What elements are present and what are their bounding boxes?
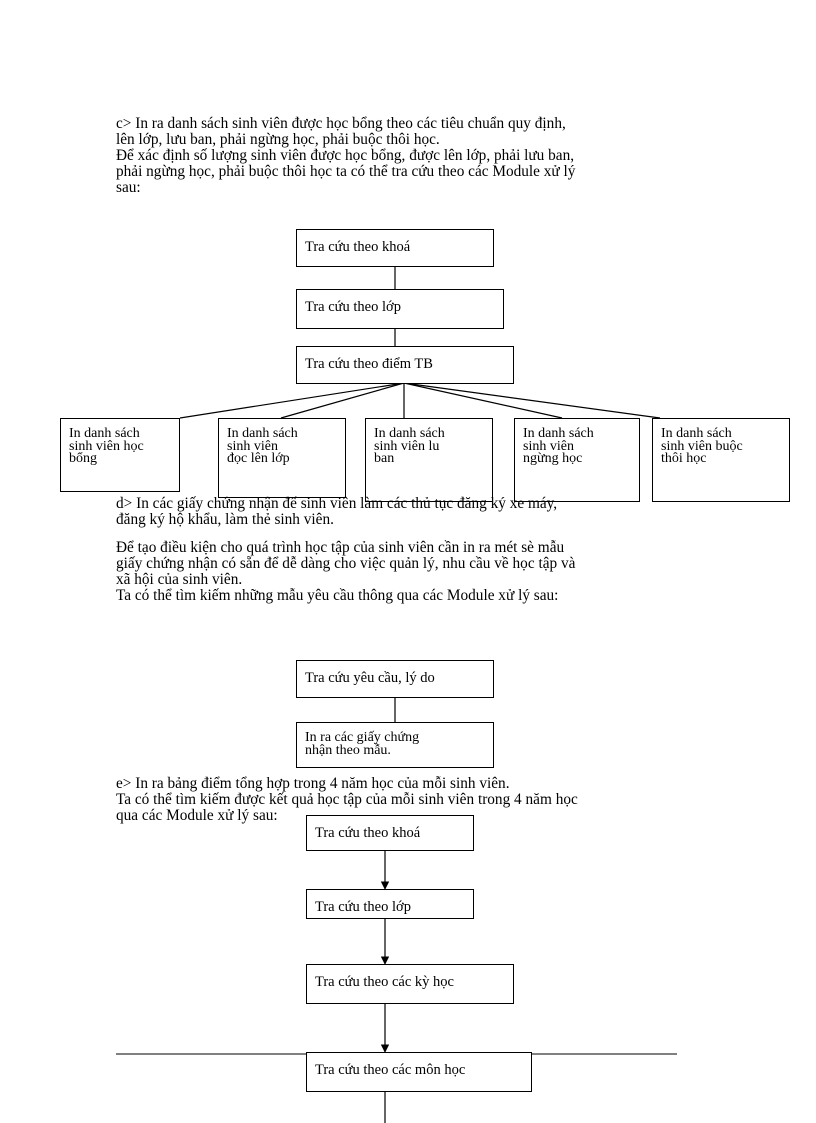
box-label: sinh viên — [227, 438, 278, 454]
text-line: sau: — [116, 179, 141, 196]
box-tra-cuu-theo-khoa-2: Tra cứu theo khoá — [306, 815, 474, 851]
box-tra-cuu-yeu-cau: Tra cứu yêu cầu, lý do — [296, 660, 494, 698]
box-label: thôi học — [661, 451, 707, 466]
section-c-text: c> In ra danh sách sinh viên được học bổ… — [116, 116, 704, 196]
section-e-text: e> In ra bảng điểm tổng hợp trong 4 năm … — [116, 776, 704, 824]
box-label: In danh sách — [69, 426, 140, 441]
box-label: Tra cứu theo các môn học — [315, 1062, 466, 1078]
box-tra-cuu-theo-lop-2: Tra cứu theo lớp — [306, 889, 474, 919]
box-tra-cuu-theo-diem-tb: Tra cứu theo điểm TB — [296, 346, 514, 384]
text-line: Ta có thể tìm kiếm được kết quả học tập … — [116, 791, 578, 808]
box-label: In danh sách — [661, 426, 732, 441]
box-tra-cuu-theo-mon-hoc: Tra cứu theo các môn học — [306, 1052, 532, 1092]
box-label: Tra cứu theo khoá — [315, 825, 421, 841]
text-line: Để xác định số lượng sinh viên được học … — [116, 147, 575, 164]
box-label: bổng — [69, 451, 97, 466]
text-line: xã hội của sinh viên. — [116, 571, 243, 588]
box-label: sinh viên buộc — [661, 438, 743, 454]
box-label: Tra cứu theo các kỳ học — [315, 974, 454, 990]
connector-line — [403, 382, 661, 419]
text-line: e> In ra bảng điểm tổng hợp trong 4 năm … — [116, 775, 510, 792]
section-d-text: d> In các giấy chứng nhận để sinh viên l… — [116, 496, 704, 528]
box-in-sv-len-lop: In danh sách sinh viên đọc lên lớp — [218, 418, 346, 498]
connector-line — [403, 382, 563, 419]
box-in-sv-hoc-bong: In danh sách sinh viên học bổng — [60, 418, 180, 492]
text-line: qua các Module xử lý sau: — [116, 807, 278, 824]
box-label: sinh viên — [523, 438, 574, 454]
box-label: In danh sách — [374, 426, 445, 441]
box-label: ban — [374, 451, 395, 466]
text-line: Ta có thể tìm kiếm những mẫu yêu cầu thô… — [116, 587, 559, 604]
text-line: giấy chứng nhận có sẵn để dễ dàng cho vi… — [116, 555, 576, 572]
text-line: đăng ký hộ khẩu, làm thẻ sinh viên. — [116, 511, 334, 528]
box-tra-cuu-theo-ky-hoc: Tra cứu theo các kỳ học — [306, 964, 514, 1004]
box-label: nhận theo mẫu. — [305, 742, 391, 758]
text-line: d> In các giấy chứng nhận để sinh viên l… — [116, 495, 558, 512]
box-label: In danh sách — [227, 426, 298, 441]
box-in-sv-luu-ban: In danh sách sinh viên lu ban — [365, 418, 493, 502]
box-label: sinh viên lu — [374, 438, 440, 454]
box-label: đọc lên lớp — [227, 451, 290, 466]
box-label: ngừng học — [523, 451, 583, 466]
box-label: Tra cứu theo lớp — [315, 899, 411, 915]
box-in-sv-buoc-thoi-hoc: In danh sách sinh viên buộc thôi học — [652, 418, 790, 502]
box-label: Tra cứu theo khoá — [305, 239, 411, 255]
box-label: Tra cứu theo điểm TB — [305, 356, 433, 372]
box-label: In ra các giấy chứng — [305, 730, 420, 745]
box-label: Tra cứu yêu cầu, lý do — [305, 670, 435, 686]
text-line: Để tạo điều kiện cho quá trình học tập c… — [116, 539, 565, 556]
connector-line — [179, 382, 405, 419]
box-in-sv-ngung-hoc: In danh sách sinh viên ngừng học — [514, 418, 640, 502]
section-d-paragraph: Để tạo điều kiện cho quá trình học tập c… — [116, 540, 704, 604]
box-label: sinh viên học — [69, 438, 144, 454]
box-in-giay-chung-nhan: In ra các giấy chứng nhận theo mẫu. — [296, 722, 494, 768]
text-line: phải ngừng học, phải buộc thôi học ta có… — [116, 163, 576, 180]
box-tra-cuu-theo-khoa: Tra cứu theo khoá — [296, 229, 494, 267]
box-label: Tra cứu theo lớp — [305, 299, 401, 315]
box-label: In danh sách — [523, 426, 594, 441]
box-tra-cuu-theo-lop: Tra cứu theo lớp — [296, 289, 504, 329]
text-line: c> In ra danh sách sinh viên được học bổ… — [116, 115, 566, 132]
text-line: lên lớp, lưu ban, phải ngừng học, phải b… — [116, 131, 440, 148]
connector-line — [280, 382, 405, 419]
